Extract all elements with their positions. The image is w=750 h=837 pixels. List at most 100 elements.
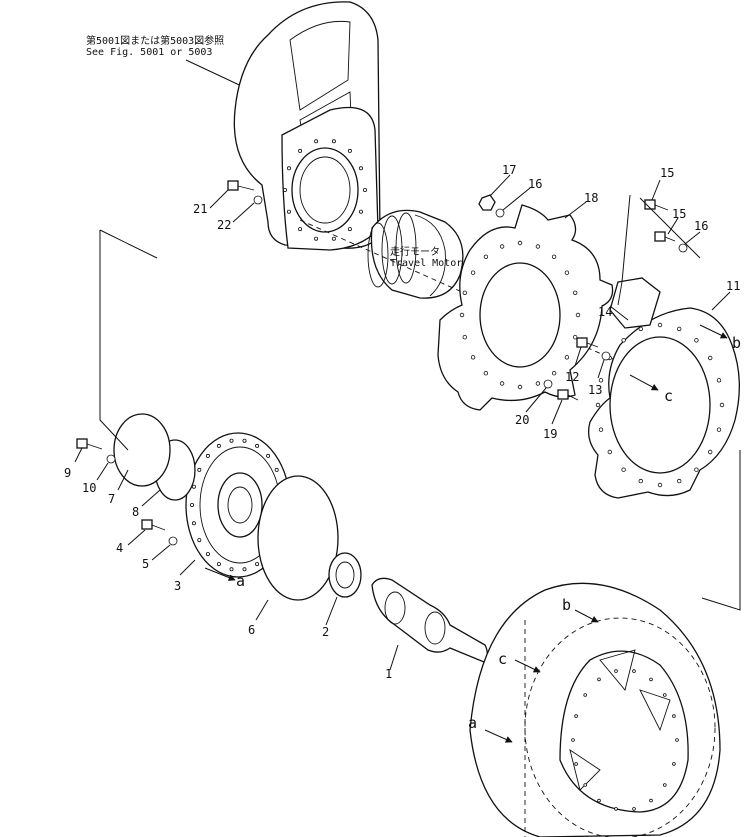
callout-22: 22 xyxy=(217,218,231,232)
assembly-line-left xyxy=(99,230,129,451)
bolt-hole xyxy=(205,453,210,458)
bolt-hole xyxy=(573,335,578,340)
bolt-hole xyxy=(191,521,196,526)
callout-5: 5 xyxy=(142,557,149,571)
callout-7: 7 xyxy=(108,492,115,506)
bolt-hole xyxy=(242,438,247,443)
bolt-hole xyxy=(694,467,699,472)
bolt-hole xyxy=(535,381,541,386)
bolt-hole xyxy=(677,326,682,332)
washer-20 xyxy=(543,379,553,389)
bolt-hole xyxy=(314,139,319,144)
assembly-line-right xyxy=(701,450,741,611)
bolt-hole xyxy=(298,227,303,232)
bolt-hole xyxy=(358,166,363,171)
bolt-hole xyxy=(216,562,221,567)
bolt-hole xyxy=(574,714,578,718)
bolt-4 xyxy=(141,519,166,531)
bolt-hole xyxy=(274,467,279,472)
bolt-hole xyxy=(677,478,682,484)
bolt-hole xyxy=(229,438,234,443)
bolt-hole xyxy=(632,807,636,811)
bolt-hole xyxy=(638,478,643,484)
bolt-15b xyxy=(654,231,676,242)
bolt-hole xyxy=(564,270,570,275)
bolt-hole xyxy=(573,290,578,295)
reference-note: 第5001図または第5003図参照 See Fig. 5001 or 5003 xyxy=(86,36,224,58)
bolt-hole xyxy=(535,244,541,249)
callout-16b: 16 xyxy=(694,219,708,233)
bolt-hole xyxy=(574,762,578,766)
callout-6: 6 xyxy=(248,623,255,637)
cover-plate-11 xyxy=(587,307,740,499)
bolt-15a xyxy=(644,199,669,211)
bolt-hole xyxy=(499,381,505,386)
bolt-hole xyxy=(517,384,523,390)
bolt-hole xyxy=(662,693,667,697)
reference-note-jp: 第5001図または第5003図参照 xyxy=(86,36,225,47)
bolt-hole xyxy=(657,322,663,328)
o-ring-6 xyxy=(257,475,339,601)
bolt-hole xyxy=(462,290,467,295)
bolt-hole xyxy=(266,453,271,458)
bolt-hole xyxy=(255,562,260,567)
bolt-hole xyxy=(242,567,247,572)
bolt-hole xyxy=(282,187,287,192)
callout-2: 2 xyxy=(322,625,329,639)
callout-20: 20 xyxy=(515,413,529,427)
bolt-hole xyxy=(708,355,713,361)
bolt-hole xyxy=(649,798,653,803)
axis-line-upper xyxy=(299,219,481,301)
bolt-hole xyxy=(286,209,291,214)
bolt-hole xyxy=(571,738,575,742)
arrow-b-lower xyxy=(574,609,599,623)
assembly-line-plate14-a xyxy=(621,194,631,283)
bolt-hole xyxy=(298,148,303,153)
travel-motor-label-en: Travel Motor xyxy=(390,258,462,269)
letter-b-lower: b xyxy=(562,596,571,614)
leader-lines xyxy=(74,174,731,671)
bolt-hole xyxy=(499,244,505,249)
bolt-hole xyxy=(597,677,601,682)
callout-8: 8 xyxy=(132,505,139,519)
callout-3: 3 xyxy=(174,579,181,593)
callout-15b: 15 xyxy=(672,207,686,221)
callout-1: 1 xyxy=(385,667,392,681)
bolt-hole xyxy=(564,355,570,360)
letter-c-lower: c xyxy=(498,650,507,668)
track-drum xyxy=(469,582,721,837)
callout-19: 19 xyxy=(543,427,557,441)
bolt-hole xyxy=(598,378,604,383)
bolt-19 xyxy=(557,389,579,401)
bolt-hole xyxy=(551,254,557,259)
bolt-hole xyxy=(347,227,352,232)
bolt-hole xyxy=(662,783,667,787)
bolt-hole xyxy=(672,762,676,766)
bolt-hole xyxy=(459,312,465,318)
callout-11: 11 xyxy=(726,279,740,293)
bolt-hole xyxy=(632,669,636,673)
bolt-hole xyxy=(649,677,653,682)
letter-b-upper: b xyxy=(732,334,741,352)
bolt-hole xyxy=(331,236,336,241)
travel-motor-label-jp: 走行モータ xyxy=(390,245,440,258)
bolt-21 xyxy=(227,180,255,191)
adapter-plate-18 xyxy=(437,204,614,411)
letter-c-upper: c xyxy=(664,387,673,405)
bolt-hole xyxy=(362,187,367,192)
callout-9: 9 xyxy=(64,466,71,480)
bolt-hole xyxy=(583,693,587,697)
bolt-hole xyxy=(621,467,626,472)
bolt-hole xyxy=(716,427,722,432)
reference-note-en: See Fig. 5001 or 5003 xyxy=(86,47,213,58)
bolt-hole xyxy=(551,371,557,376)
bolt-hole xyxy=(716,378,722,383)
bolt-hole xyxy=(708,449,713,455)
bolt-hole xyxy=(470,270,476,275)
bolt-hole xyxy=(597,798,601,803)
bolt-hole xyxy=(575,312,581,318)
bolt-hole xyxy=(470,355,476,360)
bolt-hole xyxy=(675,738,679,742)
cover-7 xyxy=(113,413,171,487)
